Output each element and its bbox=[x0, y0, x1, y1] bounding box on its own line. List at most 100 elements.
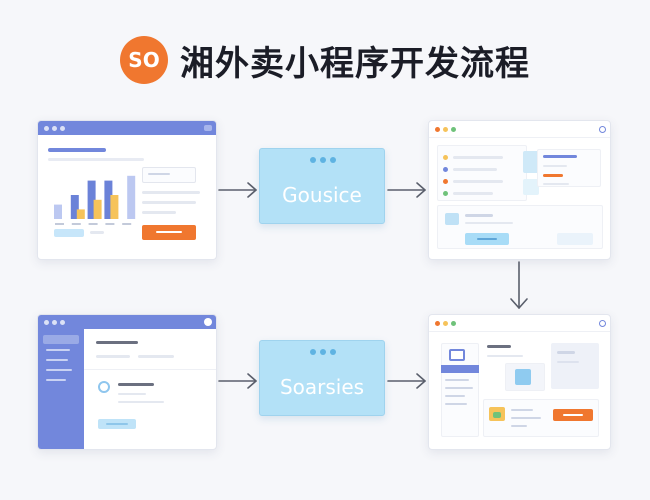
window-dot-icon bbox=[451, 127, 456, 132]
light-button[interactable] bbox=[557, 233, 593, 245]
x-tick-mark bbox=[55, 223, 64, 225]
bullet-icon bbox=[443, 167, 448, 172]
status-dot-icon bbox=[330, 157, 336, 163]
x-tick-mark bbox=[71, 223, 81, 225]
product-image-icon bbox=[523, 179, 539, 195]
text-line bbox=[118, 383, 154, 386]
orange-highlight-line bbox=[543, 174, 563, 177]
selected-row[interactable] bbox=[441, 365, 479, 373]
service-node-bottom-label: Soarsies bbox=[279, 375, 365, 399]
chat-icon bbox=[449, 349, 465, 361]
page-title: 湘外卖小程序开发流程 bbox=[180, 43, 530, 84]
arrow-down-icon bbox=[510, 261, 528, 309]
side-card bbox=[441, 343, 479, 437]
image-icon bbox=[445, 213, 459, 225]
text-line bbox=[453, 180, 503, 183]
step-badge: SO bbox=[120, 36, 168, 84]
chart-bar bbox=[110, 195, 119, 219]
window-control-icon[interactable] bbox=[204, 125, 212, 131]
text-line bbox=[445, 395, 465, 397]
text-line bbox=[142, 211, 176, 214]
arrow-right-icon bbox=[387, 182, 426, 198]
text-line bbox=[138, 355, 174, 358]
text-line bbox=[557, 351, 575, 354]
status-dot-icon bbox=[330, 349, 336, 355]
chart-bar bbox=[76, 209, 85, 219]
chart-bar bbox=[87, 180, 96, 219]
blue-button-label bbox=[477, 238, 497, 240]
card-outline bbox=[142, 167, 196, 183]
blue-button-label bbox=[106, 423, 128, 425]
window-dot-icon bbox=[443, 127, 448, 132]
panel bbox=[437, 145, 527, 201]
text-line bbox=[118, 393, 146, 395]
text-line bbox=[96, 355, 130, 358]
status-dot-icon bbox=[320, 157, 326, 163]
text-line bbox=[453, 192, 493, 195]
x-tick-mark bbox=[122, 223, 132, 225]
status-dot-icon bbox=[310, 157, 316, 163]
card-line bbox=[148, 173, 170, 175]
arrow-right-icon bbox=[387, 373, 426, 389]
user-avatar-icon[interactable] bbox=[599, 320, 606, 327]
chart-bar bbox=[70, 195, 79, 219]
orange-button-label bbox=[156, 231, 182, 233]
arrow-right-icon bbox=[218, 373, 257, 389]
text-line bbox=[453, 156, 503, 159]
text-line bbox=[445, 387, 473, 389]
text-line bbox=[543, 183, 569, 185]
window-dot-icon bbox=[435, 127, 440, 132]
product-image-icon bbox=[515, 369, 531, 385]
sidebar-item[interactable] bbox=[46, 369, 72, 371]
user-avatar-icon[interactable] bbox=[204, 318, 212, 326]
gear-icon[interactable] bbox=[98, 381, 110, 393]
chart-bar bbox=[104, 180, 113, 219]
heading-line bbox=[48, 148, 106, 152]
service-node-top[interactable]: Gousice bbox=[259, 148, 385, 224]
window-dot-icon bbox=[44, 320, 49, 325]
window-dot-icon bbox=[60, 126, 65, 131]
food-thumbnail-icon bbox=[493, 412, 501, 418]
light-button[interactable] bbox=[54, 229, 84, 237]
x-tick-mark bbox=[88, 223, 98, 225]
promo-card bbox=[551, 343, 599, 389]
arrow-right-icon bbox=[218, 182, 257, 198]
title-line bbox=[487, 345, 511, 348]
window-dot-icon bbox=[435, 321, 440, 326]
text-line bbox=[487, 355, 523, 357]
sidebar-item[interactable] bbox=[46, 359, 68, 361]
text-line bbox=[453, 168, 497, 171]
checkout-button-label bbox=[563, 414, 583, 416]
text-line bbox=[557, 361, 579, 363]
text-line bbox=[511, 425, 527, 427]
content-heading-line bbox=[96, 341, 138, 344]
x-tick-mark bbox=[105, 223, 115, 225]
text-line bbox=[118, 401, 164, 403]
sidebar-item[interactable] bbox=[46, 349, 70, 351]
product-image-icon bbox=[523, 151, 539, 173]
service-node-top-label: Gousice bbox=[282, 183, 362, 207]
user-avatar-icon[interactable] bbox=[599, 126, 606, 133]
text-line bbox=[445, 403, 467, 405]
text-line bbox=[465, 214, 493, 217]
text-line bbox=[511, 409, 533, 411]
bullet-icon bbox=[443, 191, 448, 196]
sidebar-item-active[interactable] bbox=[43, 335, 79, 344]
status-dot-icon bbox=[320, 349, 326, 355]
window-dot-icon bbox=[451, 321, 456, 326]
window-titlebar bbox=[38, 121, 216, 135]
window-dot-icon bbox=[52, 320, 57, 325]
text-line bbox=[465, 222, 513, 224]
text-line bbox=[142, 201, 196, 204]
header-divider bbox=[429, 137, 610, 138]
service-node-bottom[interactable]: Soarsies bbox=[259, 340, 385, 416]
chart-bar bbox=[93, 199, 102, 219]
checkout-window bbox=[428, 314, 611, 450]
subheading-line bbox=[48, 158, 144, 161]
sidebar-item[interactable] bbox=[46, 379, 66, 381]
window-dot-icon bbox=[44, 126, 49, 131]
text-line bbox=[445, 379, 469, 381]
text-line bbox=[90, 231, 104, 234]
chart-bar bbox=[127, 175, 136, 219]
